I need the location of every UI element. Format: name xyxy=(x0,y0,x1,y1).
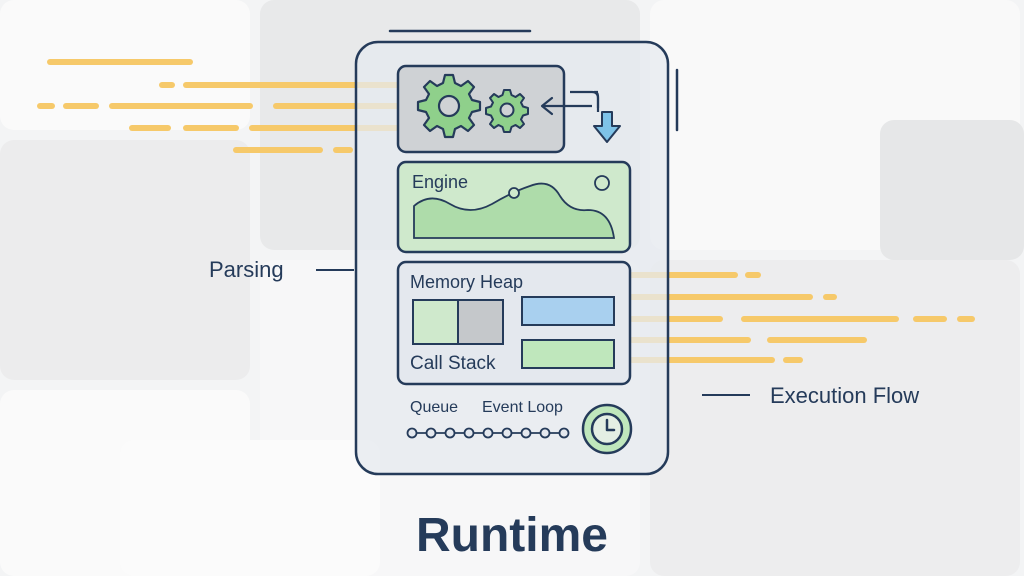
gear-icon xyxy=(416,73,482,139)
queue-label: Queue xyxy=(410,399,458,416)
bg-tile xyxy=(880,120,1024,260)
call-stack-label: Call Stack xyxy=(410,353,496,374)
execution-stream-lines xyxy=(629,272,975,363)
engine-label: Engine xyxy=(412,172,468,192)
engine-wave xyxy=(413,182,616,239)
queue-chain xyxy=(406,427,570,439)
memory-heap-label: Memory Heap xyxy=(410,272,523,292)
arrow-left-icon xyxy=(540,90,600,116)
gear-icon xyxy=(485,89,529,133)
execution-flow-label: Execution Flow xyxy=(770,383,920,408)
clock-icon xyxy=(581,403,633,455)
engine-node xyxy=(508,187,520,199)
arrow-down-icon xyxy=(593,111,621,143)
parsing-stream-lines xyxy=(37,59,403,153)
bg-tile xyxy=(120,440,380,576)
engine-indicator xyxy=(594,175,610,191)
parsing-label: Parsing xyxy=(209,257,284,282)
heap-block xyxy=(457,299,504,345)
page-title: Runtime xyxy=(416,509,608,562)
bg-tile xyxy=(0,140,250,380)
event-loop-label: Event Loop xyxy=(482,399,563,416)
heap-block xyxy=(412,299,459,345)
heap-bar xyxy=(521,296,615,326)
bg-tile xyxy=(650,260,1020,576)
stack-bar xyxy=(521,339,615,369)
